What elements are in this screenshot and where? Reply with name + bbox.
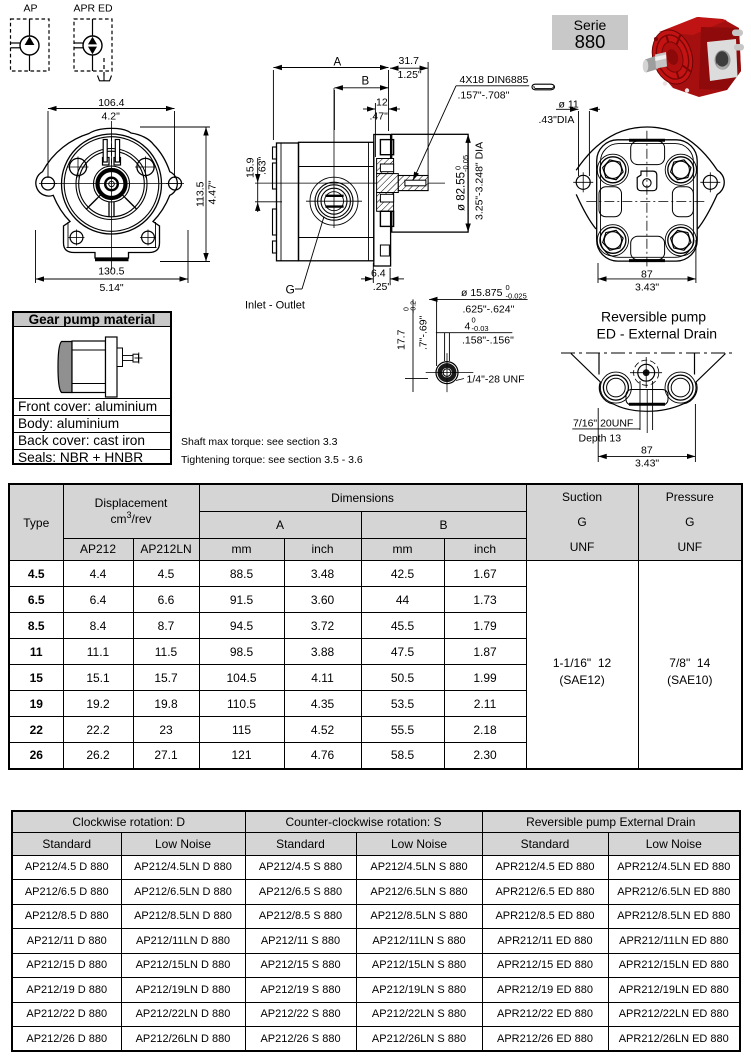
svg-text:4.2": 4.2": [102, 111, 121, 123]
svg-text:B: B: [362, 76, 370, 88]
svg-text:3.25"-3.248" DIA: 3.25"-3.248" DIA: [474, 142, 486, 220]
svg-text:.158"-.156": .158"-.156": [462, 335, 514, 347]
svg-text:-0.03: -0.03: [472, 324, 489, 333]
svg-text:4: 4: [465, 321, 471, 333]
svg-text:Inlet - Outlet: Inlet - Outlet: [245, 300, 305, 312]
svg-text:APR ED: APR ED: [74, 3, 114, 15]
svg-text:ø 15.875: ø 15.875: [461, 287, 503, 299]
svg-text:130.5: 130.5: [98, 266, 124, 278]
svg-text:1.25": 1.25": [398, 69, 422, 81]
svg-text:113.5: 113.5: [195, 181, 207, 207]
svg-text:7/16" 20UNF: 7/16" 20UNF: [573, 418, 633, 430]
svg-text:0: 0: [404, 307, 411, 311]
svg-text:87: 87: [641, 269, 653, 281]
svg-text:3.43": 3.43": [635, 282, 659, 294]
svg-text:Depth 13: Depth 13: [579, 433, 622, 445]
svg-text:0: 0: [506, 283, 510, 292]
svg-text:87: 87: [641, 445, 653, 457]
svg-text:.47": .47": [370, 111, 389, 123]
svg-text:106.4: 106.4: [98, 97, 124, 109]
svg-text:ED - External Drain: ED - External Drain: [597, 326, 718, 342]
svg-text:ø 11: ø 11: [559, 99, 579, 111]
svg-text:AP: AP: [24, 3, 38, 15]
svg-text:17.7: 17.7: [396, 329, 408, 350]
svg-text:0: 0: [454, 166, 463, 170]
svg-text:5.14": 5.14": [100, 282, 124, 294]
svg-text:A: A: [334, 57, 342, 69]
svg-text:G: G: [286, 283, 295, 297]
svg-text:.63": .63": [257, 156, 269, 175]
svg-text:.25": .25": [373, 281, 392, 293]
svg-text:Reversible pump: Reversible pump: [601, 309, 706, 325]
svg-text:.7"-.69": .7"-.69": [418, 315, 430, 350]
svg-text:-0.2: -0.2: [411, 301, 418, 313]
svg-text:ø 82.55: ø 82.55: [456, 172, 468, 211]
svg-text:4.47": 4.47": [207, 180, 219, 204]
svg-text:15.9: 15.9: [245, 157, 257, 178]
svg-text:4X18 DIN6885: 4X18 DIN6885: [460, 74, 529, 86]
svg-text:12: 12: [376, 97, 388, 109]
svg-text:-0.025: -0.025: [506, 292, 527, 301]
svg-text:.625"-.624": .625"-.624": [463, 304, 515, 316]
svg-text:-0.05: -0.05: [461, 155, 470, 172]
svg-text:0: 0: [472, 316, 476, 325]
svg-text:.157"-.708": .157"-.708": [458, 90, 510, 102]
svg-text:1/4"-28 UNF: 1/4"-28 UNF: [467, 374, 525, 386]
svg-text:6.4: 6.4: [371, 268, 386, 280]
svg-text:31.7: 31.7: [399, 55, 420, 67]
svg-text:3.43": 3.43": [635, 458, 659, 470]
svg-text:.43"DIA: .43"DIA: [539, 114, 575, 126]
